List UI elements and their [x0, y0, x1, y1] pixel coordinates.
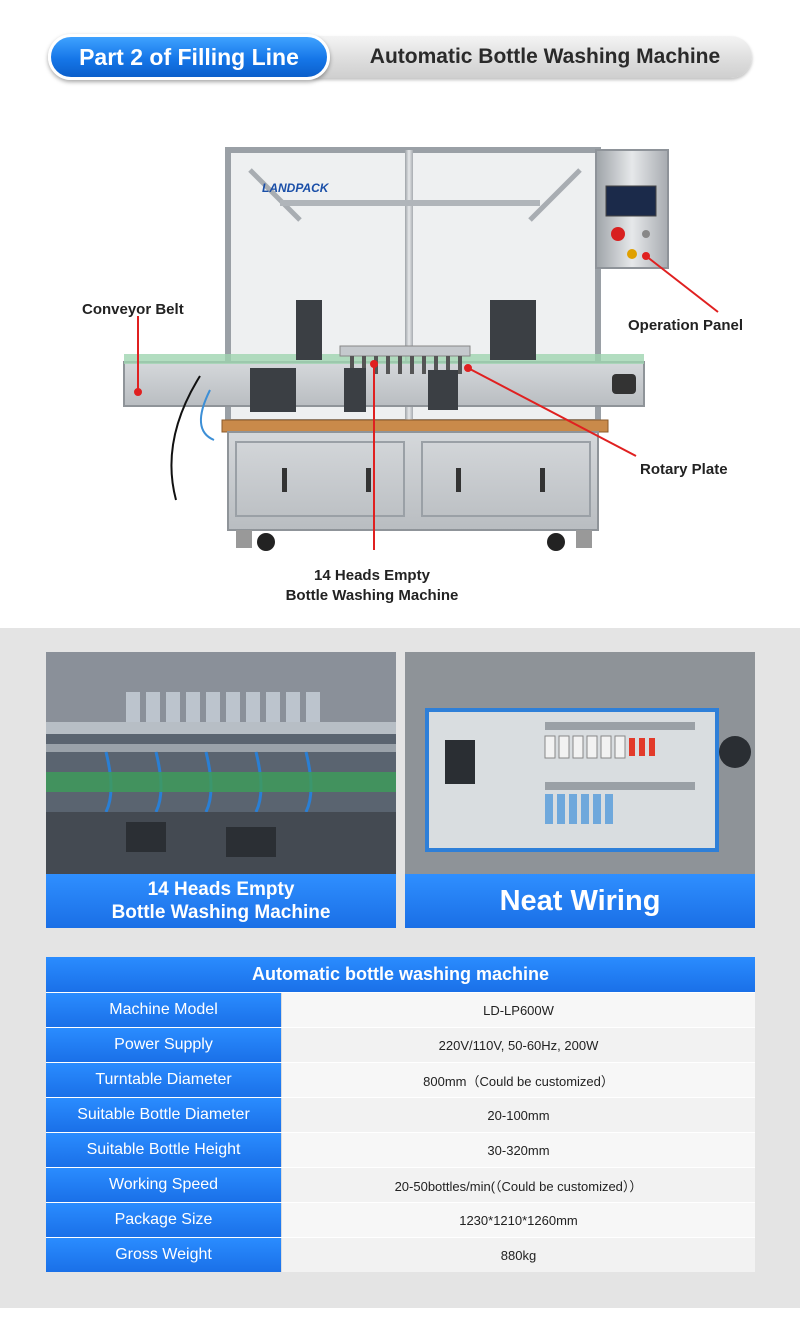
spec-table: Automatic bottle washing machine Machine…	[46, 957, 755, 1272]
callout-washing-heads: 14 Heads Empty Bottle Washing Machine	[262, 566, 482, 606]
spec-label: Suitable Bottle Diameter	[46, 1098, 281, 1132]
spec-value: 880kg	[281, 1238, 755, 1272]
spec-value: 800mm（Could be customized）	[281, 1063, 755, 1097]
caption-washing-heads-line1: 14 Heads Empty	[147, 879, 295, 900]
spec-label: Gross Weight	[46, 1238, 281, 1272]
spec-value: LD-LP600W	[281, 993, 755, 1027]
emergency-stop-icon	[611, 227, 625, 241]
table-row: Suitable Bottle Height 30-320mm	[46, 1132, 755, 1167]
callout-operation-panel: Operation Panel	[628, 317, 744, 334]
photo-neat-wiring	[405, 652, 755, 874]
table-row: Suitable Bottle Diameter 20-100mm	[46, 1097, 755, 1132]
table-row: Turntable Diameter 800mm（Could be custom…	[46, 1062, 755, 1097]
spec-table-title: Automatic bottle washing machine	[46, 957, 755, 992]
conveyor-belt	[123, 361, 645, 407]
spec-table-body: Machine Model LD-LP600W Power Supply 220…	[46, 992, 755, 1272]
spec-label: Turntable Diameter	[46, 1063, 281, 1097]
callout-washing-heads-line2: Bottle Washing Machine	[285, 587, 459, 604]
spec-value: 1230*1210*1260mm	[281, 1203, 755, 1237]
spec-value: 220V/110V, 50-60Hz, 200W	[281, 1028, 755, 1062]
brand-logo: LANDPACK	[262, 181, 330, 195]
table-row: Package Size 1230*1210*1260mm	[46, 1202, 755, 1237]
header-banner: Automatic Bottle Washing Machine Part 2 …	[48, 34, 752, 80]
banner-title: Automatic Bottle Washing Machine	[369, 45, 721, 68]
caster-wheel-icon	[257, 533, 275, 551]
spec-label: Suitable Bottle Height	[46, 1133, 281, 1167]
machine-drawing: LANDPACK	[123, 147, 719, 551]
photo-washing-heads	[46, 652, 396, 874]
spec-label: Machine Model	[46, 993, 281, 1027]
caption-washing-heads: 14 Heads Empty Bottle Washing Machine	[46, 874, 396, 928]
banner-grey-pill	[298, 36, 752, 78]
rotary-plate	[221, 419, 609, 433]
callout-conveyor-belt: Conveyor Belt	[82, 301, 184, 318]
table-row: Gross Weight 880kg	[46, 1237, 755, 1272]
inverter-icon	[445, 740, 475, 784]
caster-wheel-icon	[547, 533, 565, 551]
spec-value: 20-50bottles/min(（Could be customized））	[281, 1168, 755, 1202]
knob-icon	[642, 230, 650, 238]
spec-value: 20-100mm	[281, 1098, 755, 1132]
callout-washing-heads-line1: 14 Heads Empty	[314, 567, 430, 584]
table-row: Power Supply 220V/110V, 50-60Hz, 200W	[46, 1027, 755, 1062]
spec-value: 30-320mm	[281, 1133, 755, 1167]
spec-label: Working Speed	[46, 1168, 281, 1202]
banner-part-label: Part 2 of Filling Line	[48, 34, 330, 80]
wiring-image	[405, 652, 755, 874]
table-row: Working Speed 20-50bottles/min(（Could be…	[46, 1167, 755, 1202]
indicator-light-icon	[627, 249, 637, 259]
table-row: Machine Model LD-LP600W	[46, 992, 755, 1027]
touch-screen	[605, 185, 657, 217]
spec-label: Power Supply	[46, 1028, 281, 1062]
washing-heads-image	[46, 652, 396, 874]
caption-washing-heads-line2: Bottle Washing Machine	[111, 902, 331, 923]
frame-center-post	[405, 150, 413, 422]
caption-neat-wiring: Neat Wiring	[405, 874, 755, 928]
cooling-fan-icon	[719, 736, 751, 768]
machine-cabinet	[227, 431, 599, 531]
callout-lines	[134, 252, 719, 550]
callout-rotary-plate: Rotary Plate	[640, 461, 728, 478]
spec-label: Package Size	[46, 1203, 281, 1237]
machine-illustration: LANDPACK	[0, 140, 800, 620]
